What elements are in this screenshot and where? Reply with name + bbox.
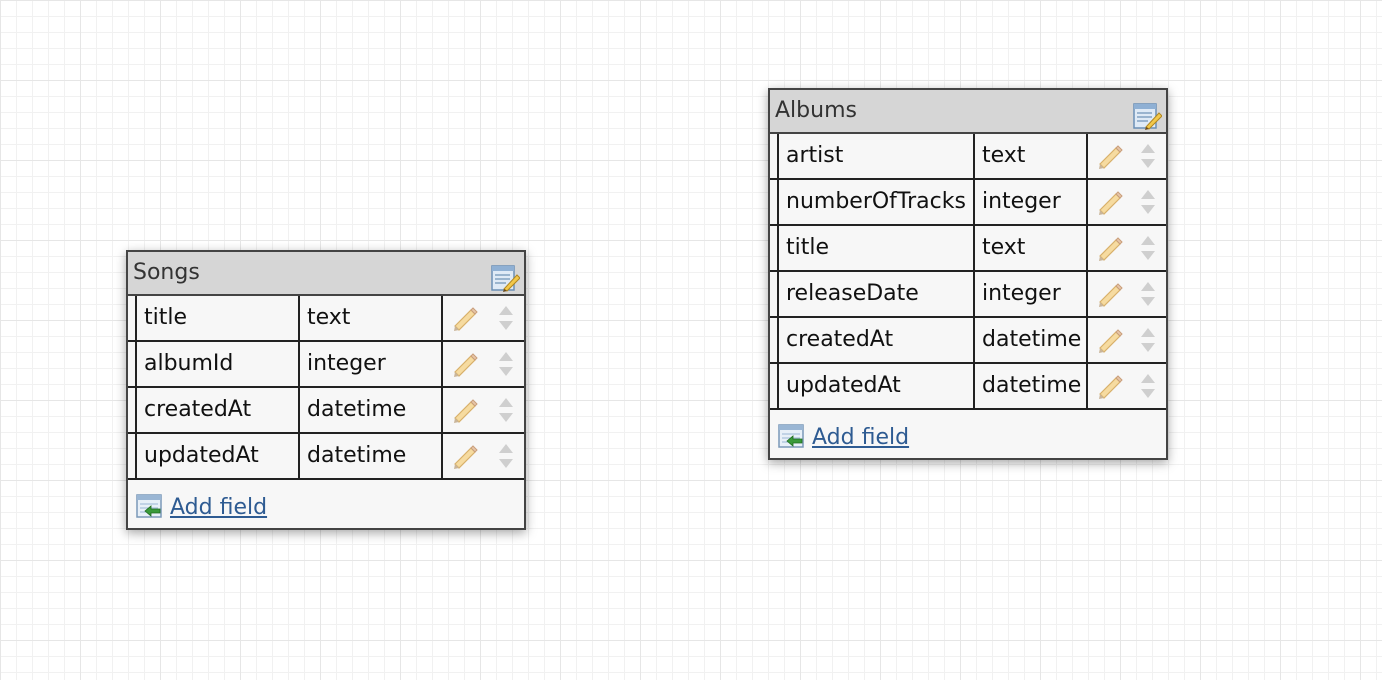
field-type: text	[975, 226, 1088, 270]
add-field-icon[interactable]	[136, 494, 164, 520]
sort-arrows-icon[interactable]	[1140, 188, 1156, 216]
pencil-icon[interactable]	[451, 396, 479, 424]
field-name: title	[137, 296, 300, 340]
add-field-control[interactable]: Add field	[778, 424, 909, 450]
songs-table-header[interactable]: Songs	[128, 252, 524, 296]
field-actions	[443, 296, 524, 340]
field-row[interactable]: artist text	[770, 134, 1166, 180]
add-field-control[interactable]: Add field	[136, 494, 267, 520]
field-name: albumId	[137, 342, 300, 386]
pencil-icon[interactable]	[1096, 188, 1124, 216]
field-name: createdAt	[137, 388, 300, 432]
field-type: integer	[975, 272, 1088, 316]
field-list: title text albumId integer createdAt dat…	[128, 296, 524, 480]
row-gutter	[128, 434, 137, 478]
edit-table-icon[interactable]	[490, 262, 520, 292]
field-name: title	[779, 226, 975, 270]
albums-table-header[interactable]: Albums	[770, 90, 1166, 134]
field-row[interactable]: updatedAt datetime	[770, 364, 1166, 410]
sort-arrows-icon[interactable]	[1140, 326, 1156, 354]
sort-arrows-icon[interactable]	[1140, 280, 1156, 308]
field-name: createdAt	[779, 318, 975, 362]
pencil-icon[interactable]	[1096, 234, 1124, 262]
field-actions	[1088, 226, 1166, 270]
field-row[interactable]: createdAt datetime	[770, 318, 1166, 364]
field-actions	[1088, 180, 1166, 224]
row-gutter	[770, 134, 779, 178]
field-actions	[1088, 318, 1166, 362]
field-type: datetime	[300, 434, 443, 478]
field-actions	[443, 434, 524, 478]
field-name: updatedAt	[137, 434, 300, 478]
field-name: releaseDate	[779, 272, 975, 316]
field-type: datetime	[975, 318, 1088, 362]
row-gutter	[128, 388, 137, 432]
field-name: artist	[779, 134, 975, 178]
sort-arrows-icon[interactable]	[498, 396, 514, 424]
pencil-icon[interactable]	[1096, 280, 1124, 308]
field-name: updatedAt	[779, 364, 975, 408]
sort-arrows-icon[interactable]	[1140, 372, 1156, 400]
sort-arrows-icon[interactable]	[498, 304, 514, 332]
field-actions	[443, 342, 524, 386]
field-row[interactable]: numberOfTracks integer	[770, 180, 1166, 226]
field-type: integer	[975, 180, 1088, 224]
field-row[interactable]: albumId integer	[128, 342, 524, 388]
row-gutter	[128, 296, 137, 340]
row-gutter	[770, 364, 779, 408]
field-row[interactable]: createdAt datetime	[128, 388, 524, 434]
field-row[interactable]: releaseDate integer	[770, 272, 1166, 318]
sort-arrows-icon[interactable]	[498, 350, 514, 378]
field-name: numberOfTracks	[779, 180, 975, 224]
field-actions	[1088, 272, 1166, 316]
add-field-icon[interactable]	[778, 424, 806, 450]
pencil-icon[interactable]	[1096, 326, 1124, 354]
table-title: Songs	[133, 260, 200, 285]
sort-arrows-icon[interactable]	[1140, 234, 1156, 262]
add-field-link[interactable]: Add field	[170, 494, 268, 520]
row-gutter	[770, 272, 779, 316]
row-gutter	[128, 342, 137, 386]
field-type: integer	[300, 342, 443, 386]
row-gutter	[770, 180, 779, 224]
sort-arrows-icon[interactable]	[498, 442, 514, 470]
table-title: Albums	[775, 98, 857, 123]
field-type: text	[300, 296, 443, 340]
field-row[interactable]: title text	[770, 226, 1166, 272]
sort-arrows-icon[interactable]	[1140, 142, 1156, 170]
field-actions	[1088, 364, 1166, 408]
field-type: datetime	[975, 364, 1088, 408]
field-row[interactable]: updatedAt datetime	[128, 434, 524, 480]
field-list: artist text numberOfTracks integer title…	[770, 134, 1166, 410]
row-gutter	[770, 226, 779, 270]
pencil-icon[interactable]	[451, 350, 479, 378]
pencil-icon[interactable]	[1096, 372, 1124, 400]
pencil-icon[interactable]	[451, 304, 479, 332]
songs-table[interactable]: Songs title text albumId integer created…	[126, 250, 526, 530]
field-type: datetime	[300, 388, 443, 432]
field-row[interactable]: title text	[128, 296, 524, 342]
add-field-link[interactable]: Add field	[812, 424, 910, 450]
field-actions	[1088, 134, 1166, 178]
field-type: text	[975, 134, 1088, 178]
row-gutter	[770, 318, 779, 362]
pencil-icon[interactable]	[451, 442, 479, 470]
edit-table-icon[interactable]	[1132, 100, 1162, 130]
field-actions	[443, 388, 524, 432]
pencil-icon[interactable]	[1096, 142, 1124, 170]
albums-table[interactable]: Albums artist text numberOfTracks intege…	[768, 88, 1168, 460]
